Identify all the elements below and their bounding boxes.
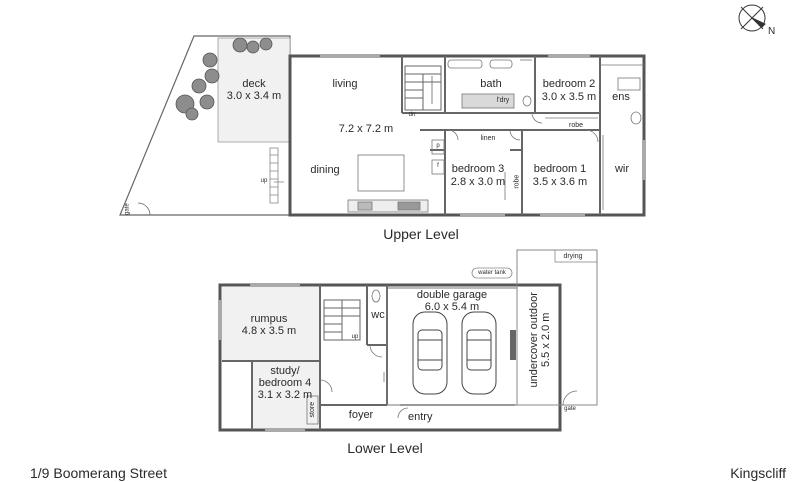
garage-wall-block (510, 330, 516, 360)
deck-size: 3.0 x 3.4 m (226, 90, 282, 102)
living-label: living (332, 78, 358, 90)
robe-label: robe (568, 122, 584, 129)
bedroom3-size: 2.8 x 3.0 m (450, 176, 506, 188)
rumpus-size: 4.8 x 3.5 m (241, 325, 297, 337)
dn-label: dn (408, 112, 416, 118)
bedroom1-label: bedroom 1 (533, 163, 587, 175)
tree-icons (175, 37, 273, 121)
deck-label: deck (242, 78, 266, 90)
study-label-2: bedroom 4 (258, 377, 312, 389)
rumpus-label: rumpus (250, 313, 288, 325)
lower-gate-label: gate (564, 406, 576, 412)
pantry-label: p (436, 143, 440, 149)
robe2-label: robe (513, 174, 521, 189)
wc-label: wc (371, 309, 385, 321)
study-floor (252, 362, 320, 428)
upper-gate-label: gate (124, 203, 131, 215)
bedroom2-label: bedroom 2 (542, 78, 596, 90)
drying-area (554, 249, 598, 263)
study-label-1: study/ (270, 365, 300, 377)
store-label: store (309, 401, 317, 418)
wir-label: wir (614, 163, 630, 175)
kitchen (347, 139, 445, 213)
lower-level-title: Lower Level (347, 440, 423, 456)
bath-fixtures (447, 59, 532, 109)
upper-stairs (404, 65, 442, 111)
dining-label: dining (310, 164, 340, 176)
bedroom1-size: 3.5 x 3.6 m (532, 176, 588, 188)
lower-level-plan (218, 249, 598, 432)
undercover-label: undercover outdoor (528, 292, 541, 388)
entry-label: entry (408, 411, 433, 423)
ens-label: ens (612, 91, 630, 103)
garage-label: double garage (416, 289, 488, 301)
living-size: 7.2 x 7.2 m (338, 123, 394, 135)
laundry-label: l'dry (496, 97, 510, 104)
rumpus-floor (222, 287, 320, 361)
address-text: 1/9 Boomerang Street (30, 465, 167, 481)
linen-label: linen (480, 135, 496, 142)
undercover-size: 5.5 x 2.0 m (540, 312, 553, 367)
compass-icon (738, 4, 766, 32)
bedroom3-label: bedroom 3 (451, 163, 505, 175)
lower-up-label: up (351, 334, 359, 340)
garage-size: 6.0 x 5.4 m (424, 301, 480, 313)
suburb-text: Kingscliff (730, 465, 786, 481)
study-size: 3.1 x 3.2 m (257, 389, 313, 401)
upper-up-label: up (260, 178, 268, 184)
foyer-label: foyer (348, 409, 374, 421)
upper-level-title: Upper Level (383, 226, 459, 242)
deck-boards (217, 37, 291, 143)
deck-gate (137, 202, 151, 216)
water-tank-label: water tank (478, 270, 506, 276)
lower-stairs (323, 299, 361, 341)
fridge-label: f (437, 163, 439, 169)
car-icons (412, 311, 497, 395)
compass-north-label: N (768, 26, 776, 37)
water-tank (471, 267, 513, 279)
drying-label: drying (563, 253, 583, 260)
bath-label: bath (480, 78, 502, 90)
upper-level-plan (119, 35, 646, 217)
bedroom2-size: 3.0 x 3.5 m (541, 91, 597, 103)
upper-entry-steps (269, 147, 284, 204)
lower-gate (562, 390, 578, 406)
